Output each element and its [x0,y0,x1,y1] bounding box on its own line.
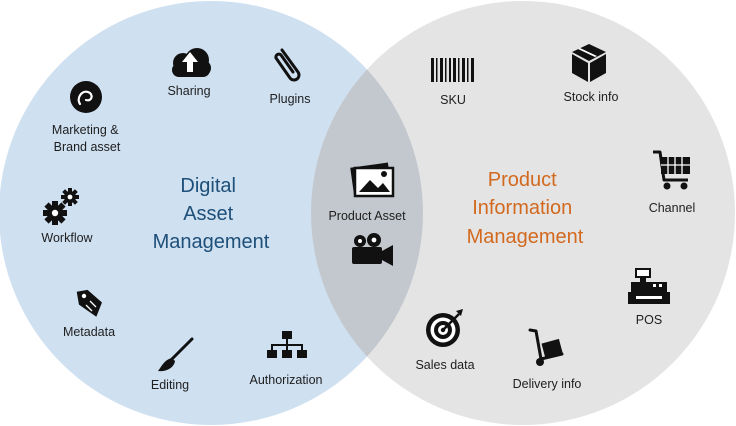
movie-camera-icon [352,233,393,266]
cash-register-icon [628,268,670,304]
hand-truck-icon [528,328,564,366]
tag-icon [76,289,102,317]
target-icon [426,309,463,347]
paintbrush-icon [158,337,194,372]
barcode-icon [431,58,474,82]
channel-label: Channel [649,201,696,215]
pim-title: Product Information Management [467,169,584,248]
sharing-label: Sharing [167,84,210,98]
delivery-info-label: Delivery info [513,377,582,391]
metadata-label: Metadata [63,325,115,339]
authorization-label: Authorization [250,373,323,387]
shopping-cart-icon [653,150,690,190]
dam-circle [0,1,423,425]
photos-icon [350,162,395,198]
gears-icon [43,188,79,225]
stock-info-label: Stock info [564,90,619,104]
org-chart-icon [267,331,307,358]
sales-data-label: Sales data [415,358,474,372]
pim-circle [311,1,735,425]
pos-label: POS [636,313,662,327]
plugins-label: Plugins [270,92,311,106]
cloud-upload-icon [172,48,211,77]
workflow-label: Workflow [41,231,93,245]
box-icon [572,44,606,82]
product-asset-label: Product Asset [328,209,406,223]
paperclip-icon [274,48,301,82]
marketing-label: Marketing & Brand asset [52,123,122,154]
brand-circle-icon [70,81,102,113]
sku-label: SKU [440,93,466,107]
editing-label: Editing [151,378,189,392]
dam-title: Digital Asset Management [153,175,270,253]
